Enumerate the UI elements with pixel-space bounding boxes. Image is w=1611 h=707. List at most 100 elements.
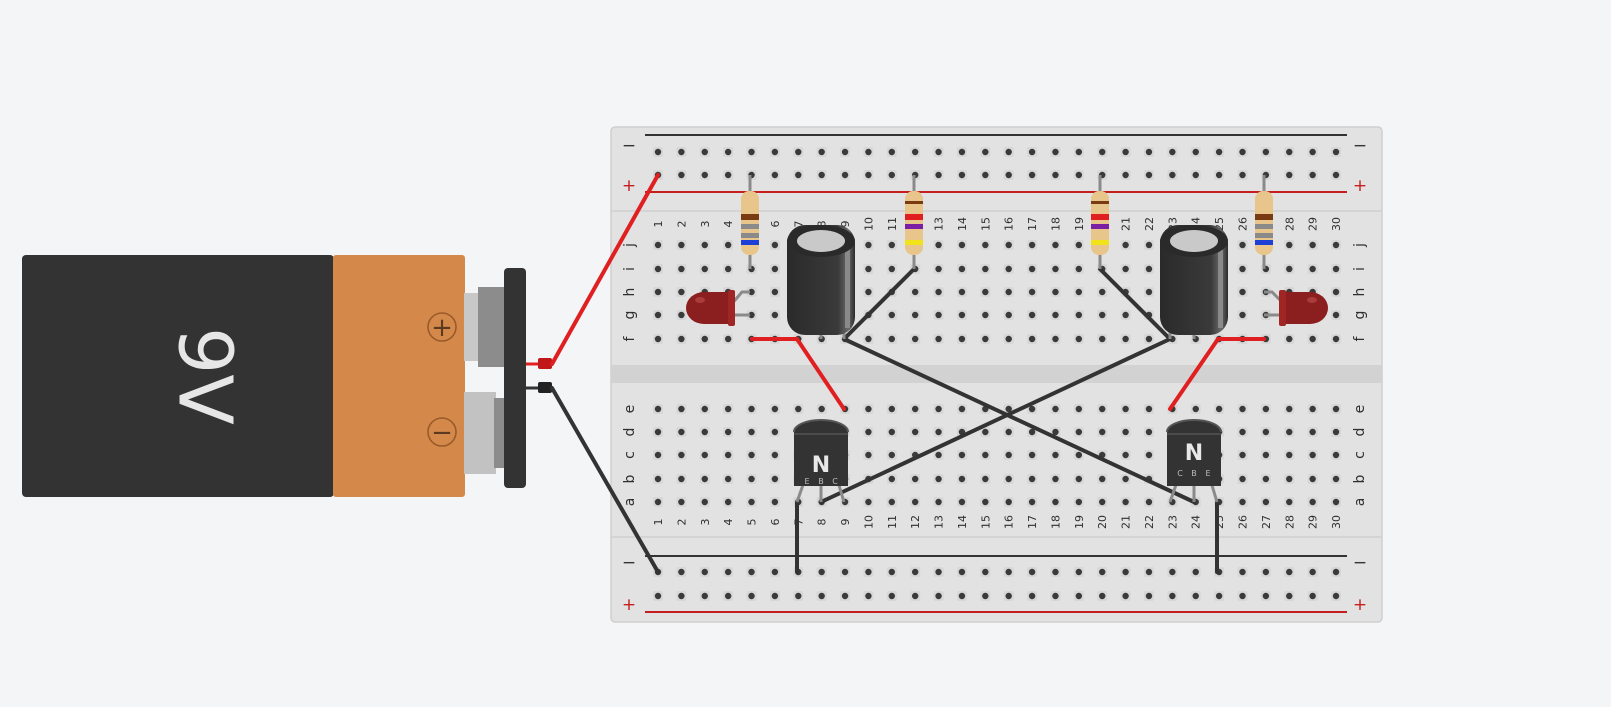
breadboard-hole-j[interactable]	[654, 241, 662, 249]
breadboard-hole-j[interactable]	[1145, 241, 1153, 249]
breadboard-hole-top-rail-minus[interactable]	[865, 148, 872, 156]
breadboard-hole-j[interactable]	[1309, 241, 1316, 249]
breadboard-hole-f[interactable]	[1286, 335, 1293, 343]
breadboard-hole-top-rail-minus[interactable]	[1028, 148, 1036, 156]
breadboard-hole-top-rail-minus[interactable]	[1099, 148, 1106, 156]
breadboard-hole-i[interactable]	[935, 265, 942, 273]
led-left[interactable]	[686, 290, 750, 326]
breadboard-hole-top-rail-minus[interactable]	[935, 148, 942, 156]
breadboard-hole-bottom-rail-minus[interactable]	[1332, 568, 1340, 576]
breadboard-hole-top-rail-plus[interactable]	[1028, 171, 1036, 179]
breadboard-hole-b[interactable]	[724, 475, 732, 483]
breadboard-hole-b[interactable]	[1028, 475, 1036, 483]
breadboard-hole-bottom-rail-minus[interactable]	[701, 568, 708, 576]
breadboard-hole-top-rail-minus[interactable]	[1239, 148, 1246, 156]
breadboard-hole-bottom-rail-plus[interactable]	[771, 592, 779, 600]
breadboard-hole-j[interactable]	[1122, 241, 1129, 249]
breadboard-hole-bottom-rail-minus[interactable]	[1122, 568, 1129, 576]
breadboard-hole-e[interactable]	[1286, 405, 1293, 413]
breadboard-hole-top-rail-plus[interactable]	[818, 171, 825, 179]
breadboard-hole-b[interactable]	[748, 475, 755, 483]
breadboard-hole-top-rail-plus[interactable]	[724, 171, 732, 179]
breadboard-hole-bottom-rail-plus[interactable]	[818, 592, 825, 600]
breadboard-hole-f[interactable]	[1028, 335, 1036, 343]
breadboard-hole-a[interactable]	[1052, 498, 1059, 506]
breadboard-hole-bottom-rail-plus[interactable]	[982, 592, 989, 600]
breadboard-hole-g[interactable]	[911, 311, 919, 319]
breadboard-hole-bottom-rail-plus[interactable]	[1052, 592, 1059, 600]
breadboard-hole-j[interactable]	[888, 241, 895, 249]
breadboard-hole-i[interactable]	[1075, 265, 1083, 273]
breadboard-hole-i[interactable]	[888, 265, 895, 273]
breadboard-hole-b[interactable]	[701, 475, 708, 483]
breadboard-hole-h[interactable]	[1099, 288, 1106, 296]
breadboard-hole-g[interactable]	[1005, 311, 1012, 319]
breadboard-hole-a[interactable]	[678, 498, 685, 506]
breadboard-hole-e[interactable]	[1239, 405, 1246, 413]
breadboard-hole-a[interactable]	[888, 498, 895, 506]
breadboard-hole-bottom-rail-plus[interactable]	[678, 592, 685, 600]
capacitor-right[interactable]	[1160, 225, 1228, 339]
breadboard-hole-bottom-rail-plus[interactable]	[795, 592, 802, 600]
breadboard-hole-d[interactable]	[1122, 428, 1129, 436]
breadboard-hole-e[interactable]	[724, 405, 732, 413]
breadboard-hole-j[interactable]	[1005, 241, 1012, 249]
breadboard-hole-b[interactable]	[1262, 475, 1270, 483]
breadboard-hole-j[interactable]	[724, 241, 732, 249]
breadboard-hole-top-rail-minus[interactable]	[1122, 148, 1129, 156]
led-right[interactable]	[1264, 290, 1328, 326]
breadboard-hole-c[interactable]	[1145, 451, 1153, 459]
wire-battery-plus-to-rail[interactable]	[550, 173, 660, 366]
breadboard-hole-b[interactable]	[888, 475, 895, 483]
breadboard-hole-j[interactable]	[771, 241, 779, 249]
breadboard-hole-bottom-rail-minus[interactable]	[1028, 568, 1036, 576]
breadboard-hole-h[interactable]	[1028, 288, 1036, 296]
breadboard-hole-a[interactable]	[1239, 498, 1246, 506]
breadboard-hole-b[interactable]	[1122, 475, 1129, 483]
breadboard-hole-d[interactable]	[1052, 428, 1059, 436]
breadboard-hole-top-rail-minus[interactable]	[1262, 148, 1270, 156]
breadboard-hole-top-rail-plus[interactable]	[865, 171, 872, 179]
breadboard-hole-e[interactable]	[748, 405, 755, 413]
breadboard-hole-a[interactable]	[748, 498, 755, 506]
breadboard-hole-top-rail-plus[interactable]	[1005, 171, 1012, 179]
breadboard-hole-e[interactable]	[701, 405, 708, 413]
breadboard-hole-e[interactable]	[1005, 405, 1012, 413]
wire-resistor-3-to-cap-right[interactable]	[1098, 267, 1172, 341]
breadboard-hole-bottom-rail-minus[interactable]	[1309, 568, 1316, 576]
breadboard-hole-c[interactable]	[724, 451, 732, 459]
breadboard-hole-c[interactable]	[701, 451, 708, 459]
breadboard-hole-a[interactable]	[1332, 498, 1340, 506]
breadboard-hole-bottom-rail-plus[interactable]	[1286, 592, 1293, 600]
breadboard-hole-a[interactable]	[654, 498, 662, 506]
breadboard-hole-c[interactable]	[1309, 451, 1316, 459]
breadboard-hole-j[interactable]	[1028, 241, 1036, 249]
breadboard-hole-e[interactable]	[888, 405, 895, 413]
wire-cross-right-to-left[interactable]	[819, 337, 1172, 504]
breadboard-hole-c[interactable]	[748, 451, 755, 459]
breadboard-hole-f[interactable]	[982, 335, 989, 343]
breadboard-hole-top-rail-minus[interactable]	[1192, 148, 1199, 156]
breadboard-hole-d[interactable]	[1262, 428, 1270, 436]
breadboard-hole-f[interactable]	[1005, 335, 1012, 343]
breadboard-hole-bottom-rail-minus[interactable]	[1286, 568, 1293, 576]
breadboard-hole-f[interactable]	[701, 335, 708, 343]
breadboard-hole-top-rail-minus[interactable]	[1075, 148, 1083, 156]
breadboard-hole-i[interactable]	[1286, 265, 1293, 273]
breadboard-hole-top-rail-minus[interactable]	[1145, 148, 1153, 156]
breadboard-hole-e[interactable]	[1052, 405, 1059, 413]
breadboard-hole-j[interactable]	[678, 241, 685, 249]
breadboard-hole-a[interactable]	[1099, 498, 1106, 506]
breadboard-hole-top-rail-plus[interactable]	[771, 171, 779, 179]
breadboard-hole-i[interactable]	[1122, 265, 1129, 273]
breadboard-hole-h[interactable]	[1145, 288, 1153, 296]
breadboard-hole-i[interactable]	[982, 265, 989, 273]
breadboard-hole-bottom-rail-minus[interactable]	[1099, 568, 1106, 576]
breadboard-hole-b[interactable]	[1099, 475, 1106, 483]
breadboard-hole-e[interactable]	[958, 405, 966, 413]
breadboard-hole-g[interactable]	[1239, 311, 1246, 319]
breadboard-hole-bottom-rail-minus[interactable]	[935, 568, 942, 576]
breadboard-hole-e[interactable]	[1075, 405, 1083, 413]
breadboard-hole-top-rail-minus[interactable]	[1286, 148, 1293, 156]
breadboard-hole-i[interactable]	[1028, 265, 1036, 273]
